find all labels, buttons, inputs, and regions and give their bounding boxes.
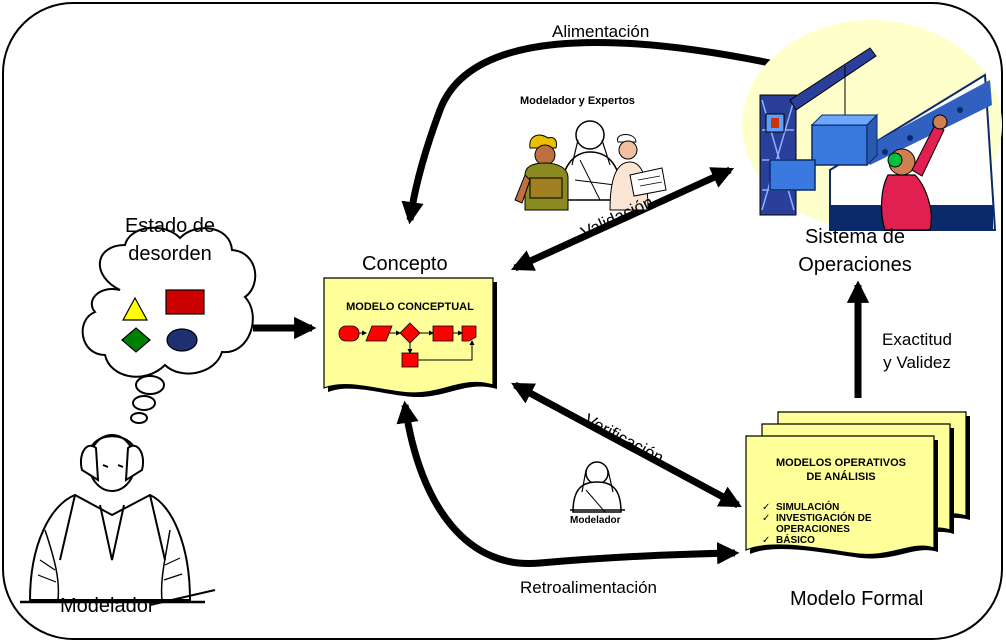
retroalimentacion-arrow bbox=[396, 400, 740, 568]
yellow-triangle-shape bbox=[121, 296, 149, 321]
port-operations-illustration bbox=[742, 20, 1002, 231]
list-item: SIMULACIÓN bbox=[762, 502, 932, 513]
exactitud-line-2: y Validez bbox=[883, 353, 951, 372]
alimentacion-label: Alimentación bbox=[552, 22, 650, 41]
modeler-illustration bbox=[20, 434, 216, 606]
thought-cloud bbox=[81, 226, 257, 424]
list-item: BÁSICO bbox=[762, 535, 932, 546]
modelos-operativos-title: MODELOS OPERATIVOS DE ANÁLISIS bbox=[752, 456, 930, 484]
red-rectangle-shape bbox=[165, 289, 205, 315]
modelo-conceptual-title: MODELO CONCEPTUAL bbox=[346, 301, 474, 313]
modelador-expertos-label: Modelador y Expertos bbox=[520, 95, 635, 107]
exactitud-validez-label: Exactitud y Validez bbox=[862, 328, 972, 374]
blue-ellipse-shape bbox=[166, 328, 198, 352]
sistema-operaciones-label: Sistema de Operaciones bbox=[770, 223, 940, 279]
modelos-operativos-title-line-1: MODELOS OPERATIVOS bbox=[776, 457, 906, 469]
validacion-arrow bbox=[510, 166, 735, 272]
alimentacion-arrow bbox=[401, 38, 776, 225]
estado-desorden-label: Estado de desorden bbox=[100, 212, 240, 268]
sistema-line-2: Operaciones bbox=[798, 254, 912, 276]
modelador-label: Modelador bbox=[60, 595, 155, 617]
green-diamond-shape bbox=[121, 327, 151, 353]
sistema-line-1: Sistema de bbox=[804, 226, 906, 248]
concepto-label: Concepto bbox=[362, 253, 448, 275]
modelador-small-label: Modelador bbox=[570, 515, 621, 526]
flowchart-icon bbox=[338, 322, 477, 368]
list-item: INVESTIGACIÓN DE OPERACIONES bbox=[762, 513, 932, 535]
modelos-operativos-list: SIMULACIÓN INVESTIGACIÓN DE OPERACIONES … bbox=[762, 502, 932, 546]
modelo-formal-label: Modelo Formal bbox=[790, 588, 924, 610]
retroalimentacion-label: Retroalimentación bbox=[520, 578, 658, 597]
modeler-and-experts-illustration bbox=[514, 120, 667, 211]
modelo-conceptual-document bbox=[323, 277, 497, 398]
modelos-operativos-title-line-2: DE ANÁLISIS bbox=[806, 471, 876, 483]
small-modeler-illustration bbox=[570, 461, 625, 513]
exactitud-line-1: Exactitud bbox=[882, 330, 952, 349]
estado-line-2: desorden bbox=[128, 243, 212, 265]
estado-line-1: Estado de bbox=[124, 215, 216, 237]
